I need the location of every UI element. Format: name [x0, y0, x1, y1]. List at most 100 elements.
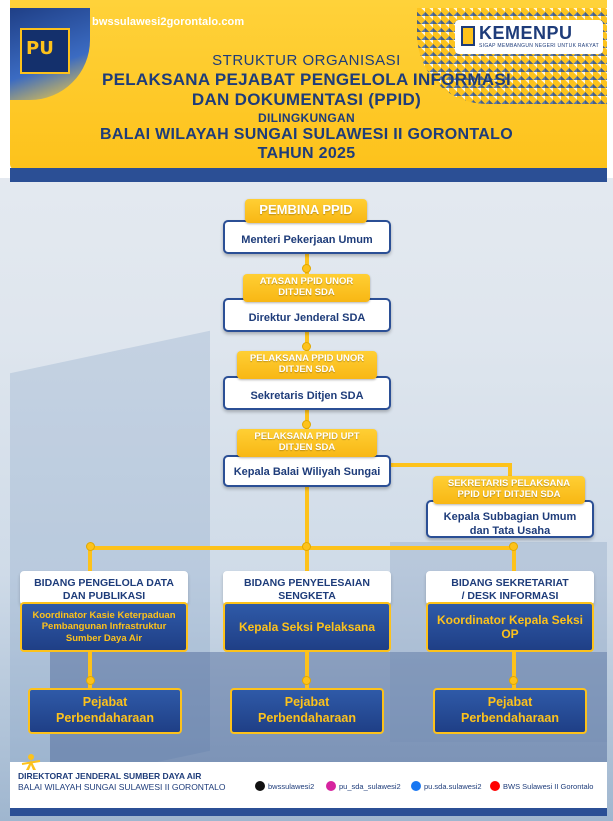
social-label: bwssulawesi2 [268, 781, 315, 791]
node-role-line1: SEKRETARIS PELAKSANA [447, 478, 571, 489]
col1-down [88, 650, 92, 690]
tiktok-icon [255, 781, 265, 791]
pejabat-line2: Perbendaharaan [56, 711, 154, 725]
node-pelaksana-upt: Kepala Balai Wiliyah Sungai [223, 455, 391, 487]
node-role-line1: PELAKSANA PPID UNOR [249, 353, 365, 364]
youtube-icon [490, 781, 500, 791]
connector-dot [302, 342, 311, 351]
column-head: BIDANG PENYELESAIAN SENGKETA [223, 571, 391, 605]
node-role-line1: ATASAN PPID UNOR [259, 276, 354, 287]
node-role-tag: ATASAN PPID UNOR DITJEN SDA [243, 274, 370, 302]
pejabat-line2: Perbendaharaan [258, 711, 356, 725]
sda-figure-icon [21, 754, 41, 770]
pejabat-line1: Pejabat [487, 695, 533, 710]
facebook-icon [411, 781, 421, 791]
connector-dot [86, 542, 95, 551]
node-pembina: Menteri Pekerjaan Umum [223, 220, 391, 254]
pejabat-box: Pejabat Perbendaharaan [230, 688, 384, 734]
node-holder-line1: Kepala Subbagian Umum [443, 511, 577, 523]
social-label: BWS Sulawesi II Gorontalo [503, 781, 594, 791]
connector-dot [302, 264, 311, 273]
column-head-line2: / DESK INFORMASI [461, 589, 559, 602]
node-role-tag: PELAKSANA PPID UNOR DITJEN SDA [237, 351, 377, 379]
node-atasan: Direktur Jenderal SDA [223, 298, 391, 332]
node-holder: Menteri Pekerjaan Umum [241, 234, 373, 246]
pejabat-box: Pejabat Perbendaharaan [433, 688, 587, 734]
pejabat-box: Pejabat Perbendaharaan [28, 688, 182, 734]
website-link[interactable]: bwssulawesi2gorontalo.com [92, 16, 245, 28]
title-line-2: PELAKSANA PEJABAT PENGELOLA INFORMASI [101, 70, 512, 89]
pu-emblem [20, 28, 70, 74]
branch-left [88, 546, 92, 574]
column-body: Koordinator Kasie Keterpaduan Pembanguna… [20, 602, 188, 652]
column-head: BIDANG PENGELOLA DATA DAN PUBLIKASI [20, 571, 188, 605]
column-head-line1: BIDANG PENGELOLA DATA [34, 577, 174, 589]
column-head: BIDANG SEKRETARIAT / DESK INFORMASI [426, 571, 594, 605]
pejabat-line1: Pejabat [284, 695, 330, 710]
building-photo: PU [10, 8, 90, 100]
secretary-connector-v [508, 463, 512, 479]
column-head-line2: DAN PUBLIKASI [62, 589, 146, 602]
node-role: PEMBINA PPID [259, 202, 353, 217]
title-line-3: DAN DOKUMENTASI (PPID) [191, 90, 422, 109]
header-divider [10, 168, 607, 182]
connector-dot [302, 676, 311, 685]
node-holder: Direktur Jenderal SDA [248, 312, 366, 324]
logo-tagline: SIGAP MEMBANGUN NEGERI UNTUK RAKYAT [479, 43, 599, 49]
connector-dot [302, 542, 311, 551]
node-role-tag: SEKRETARIS PELAKSANA PPID UPT DITJEN SDA [433, 476, 585, 504]
pu-emblem-text: PU [26, 38, 54, 59]
social-tiktok[interactable]: bwssulawesi2 [255, 781, 314, 791]
pejabat-line2: Perbendaharaan [461, 711, 559, 725]
connector-dot [86, 676, 95, 685]
social-label: pu_sda_sulawesi2 [339, 781, 401, 791]
connector-dot [509, 676, 518, 685]
footer [10, 762, 607, 812]
title-line-5: BALAI WILAYAH SUNGAI SULAWESI II GORONTA… [100, 126, 513, 143]
logo-mark-icon [461, 26, 475, 46]
node-role-line2: DITJEN SDA [278, 363, 336, 375]
column-body-text: Koordinator Kepala Seksi OP [436, 612, 584, 641]
secretary-connector-h [390, 463, 512, 467]
branch-right [512, 546, 516, 574]
col2-down [305, 650, 309, 690]
title-line-1: STRUKTUR ORGANISASI [212, 52, 401, 69]
node-role-line2: DITJEN SDA [278, 286, 335, 298]
connector-dot [509, 542, 518, 551]
node-role-tag: PELAKSANA PPID UPT DITJEN SDA [237, 429, 377, 457]
column-head-line2: SENGKETA [278, 589, 336, 602]
node-holder: Sekretaris Ditjen SDA [250, 390, 364, 402]
node-holder-line2: dan Tata Usaha [469, 524, 551, 537]
social-instagram[interactable]: pu_sda_sulawesi2 [326, 781, 401, 791]
node-role-line2: DITJEN SDA [278, 441, 336, 453]
col3-down [512, 650, 516, 690]
social-label: pu.sda.sulawesi2 [424, 781, 482, 791]
node-pelaksana-unor: Sekretaris Ditjen SDA [223, 376, 391, 410]
node-role-tag: PEMBINA PPID [245, 199, 367, 223]
node-role-line2: PPID UPT DITJEN SDA [457, 488, 561, 500]
node-role-line1: PELAKSANA PPID UPT [254, 431, 360, 442]
column-body-text: Kepala Seksi Pelaksana [238, 619, 376, 634]
footer-strip [10, 808, 607, 816]
node-holder: Kepala Balai Wiliyah Sungai [233, 466, 381, 478]
column-body-text: Koordinator Kasie Keterpaduan Pembanguna… [32, 609, 176, 644]
social-youtube[interactable]: BWS Sulawesi II Gorontalo [490, 781, 593, 791]
footer-org-line2: BALAI WILAYAH SUNGAI SULAWESI II GORONTA… [18, 782, 226, 792]
node-holder: Kepala Subbagian Umum dan Tata Usaha [428, 511, 592, 539]
footer-org-line1: DIREKTORAT JENDERAL SUMBER DAYA AIR [18, 771, 202, 781]
column-head-line1: BIDANG PENYELESAIAN [243, 577, 370, 589]
connector-dot [302, 420, 311, 429]
title-line-6: TAHUN 2025 [257, 145, 356, 162]
header: PU bwssulawesi2gorontalo.com KEMENPU SIG… [0, 0, 613, 182]
column-head-line1: BIDANG SEKRETARIAT [451, 577, 569, 589]
column-body: Kepala Seksi Pelaksana [223, 602, 391, 652]
title-line-4: DILINGKUNGAN [258, 111, 355, 125]
logo-wordmark: KEMENPU [479, 23, 573, 43]
node-sekretaris: Kepala Subbagian Umum dan Tata Usaha [426, 500, 594, 538]
column-body: Koordinator Kepala Seksi OP [426, 602, 594, 652]
kemenpu-logo: KEMENPU SIGAP MEMBANGUN NEGERI UNTUK RAK… [455, 20, 603, 54]
instagram-icon [326, 781, 336, 791]
pejabat-line1: Pejabat [82, 695, 128, 710]
social-facebook[interactable]: pu.sda.sulawesi2 [411, 781, 482, 791]
